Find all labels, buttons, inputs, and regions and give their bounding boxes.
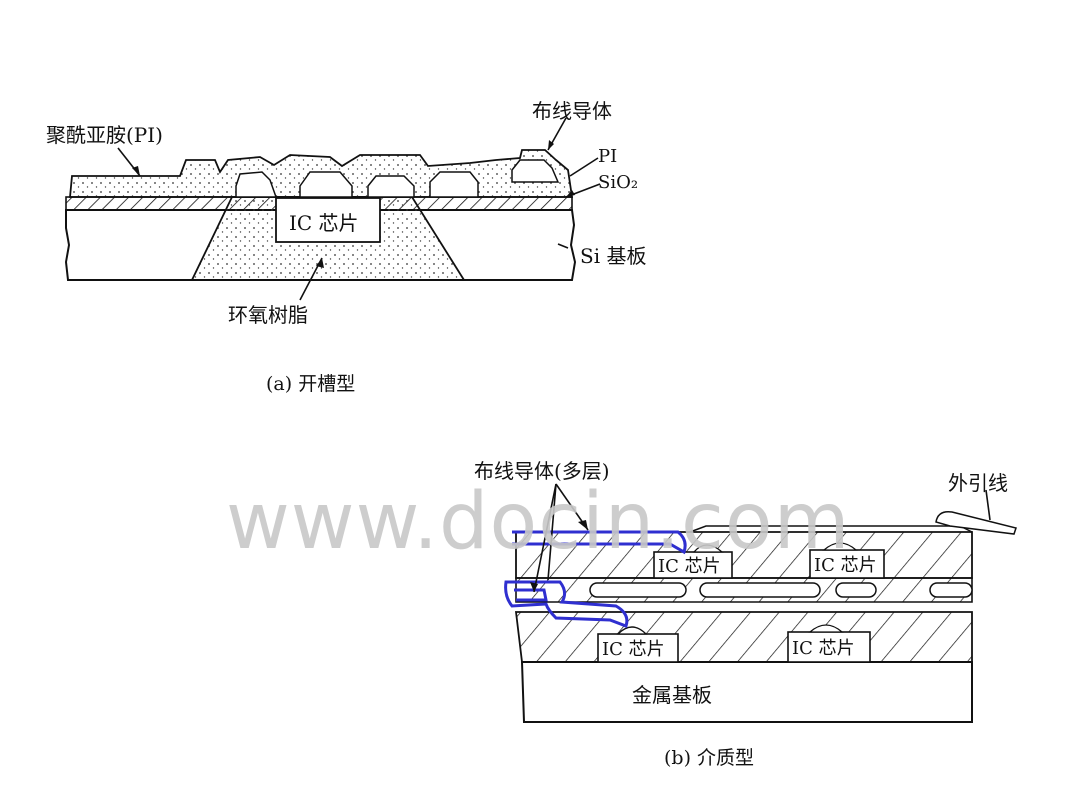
label-wiring-multilayer: 布线导体(多层) <box>474 459 610 483</box>
label-epoxy: 环氧树脂 <box>228 303 308 327</box>
ic-chip-b4 <box>787 631 871 663</box>
top-wiring-layer <box>689 525 973 533</box>
label-outer-lead: 外引线 <box>948 471 1008 495</box>
label-pi-film: 聚酰亚胺(PI) <box>46 123 163 147</box>
label-ic-chip-a: IC 芯片 <box>289 211 359 235</box>
highlight-wiring-outline <box>504 530 687 628</box>
metal-substrate <box>520 661 973 723</box>
figure-b: 布线导体(多层) 外引线 IC 芯片 IC 芯片 IC 芯片 IC 芯片 金属基… <box>474 459 1017 769</box>
figure-a: 聚酰亚胺(PI) 布线导体 PI SiO₂ IC 芯片 Si 基板 环氧树脂 (… <box>46 99 646 395</box>
label-ic-chip-b1: IC 芯片 <box>658 556 721 577</box>
label-si-substrate: Si 基板 <box>580 244 646 268</box>
label-sio2: SiO₂ <box>598 172 638 193</box>
ic-chip-b3 <box>597 633 679 663</box>
ic-chip-b1 <box>653 551 733 579</box>
label-pi: PI <box>598 146 617 167</box>
caption-b: (b) 介质型 <box>664 747 754 769</box>
label-ic-chip-b4: IC 芯片 <box>792 638 855 659</box>
wiring-conductor-a <box>235 159 560 198</box>
label-metal-substrate: 金属基板 <box>632 683 712 707</box>
outer-lead <box>935 510 1017 535</box>
ic-chip-a <box>275 197 381 243</box>
label-ic-chip-b2: IC 芯片 <box>814 555 877 576</box>
label-ic-chip-b3: IC 芯片 <box>602 639 665 660</box>
label-wiring: 布线导体 <box>532 99 612 123</box>
watermark: www.docin.com <box>226 477 851 567</box>
caption-a: (a) 开槽型 <box>266 373 355 395</box>
